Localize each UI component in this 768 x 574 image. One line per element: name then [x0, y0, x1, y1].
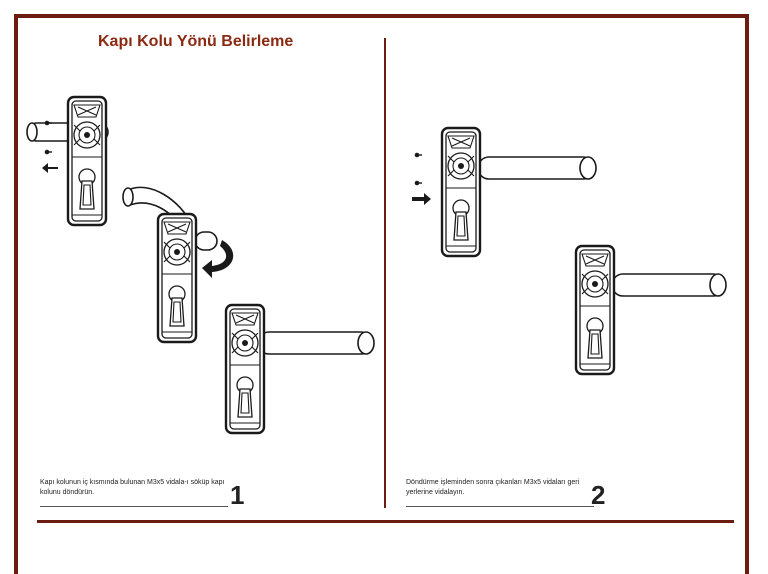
bottom-rule [37, 520, 734, 523]
step2-number: 2 [591, 480, 606, 510]
page-frame [14, 14, 749, 574]
step2-caption-rule [406, 506, 594, 507]
step1-number: 1 [230, 480, 245, 510]
step1-plate-c [224, 303, 375, 435]
step2-plate-e [574, 244, 727, 376]
panel-divider [384, 38, 386, 508]
step1-caption-rule [40, 506, 228, 507]
step2-caption: Döndürme işleminden sonra çıkanları M3x5… [406, 479, 580, 496]
step1-caption: Kapı kolunun iç kısmında bulunan M3x5 vi… [40, 479, 225, 496]
step2-plate-d [412, 126, 597, 258]
instruction-illustration [26, 95, 727, 435]
page-title: Kapı Kolu Yönü Belirleme [98, 33, 294, 50]
step1-plate-b [122, 186, 234, 344]
step1-plate-a [26, 95, 109, 227]
